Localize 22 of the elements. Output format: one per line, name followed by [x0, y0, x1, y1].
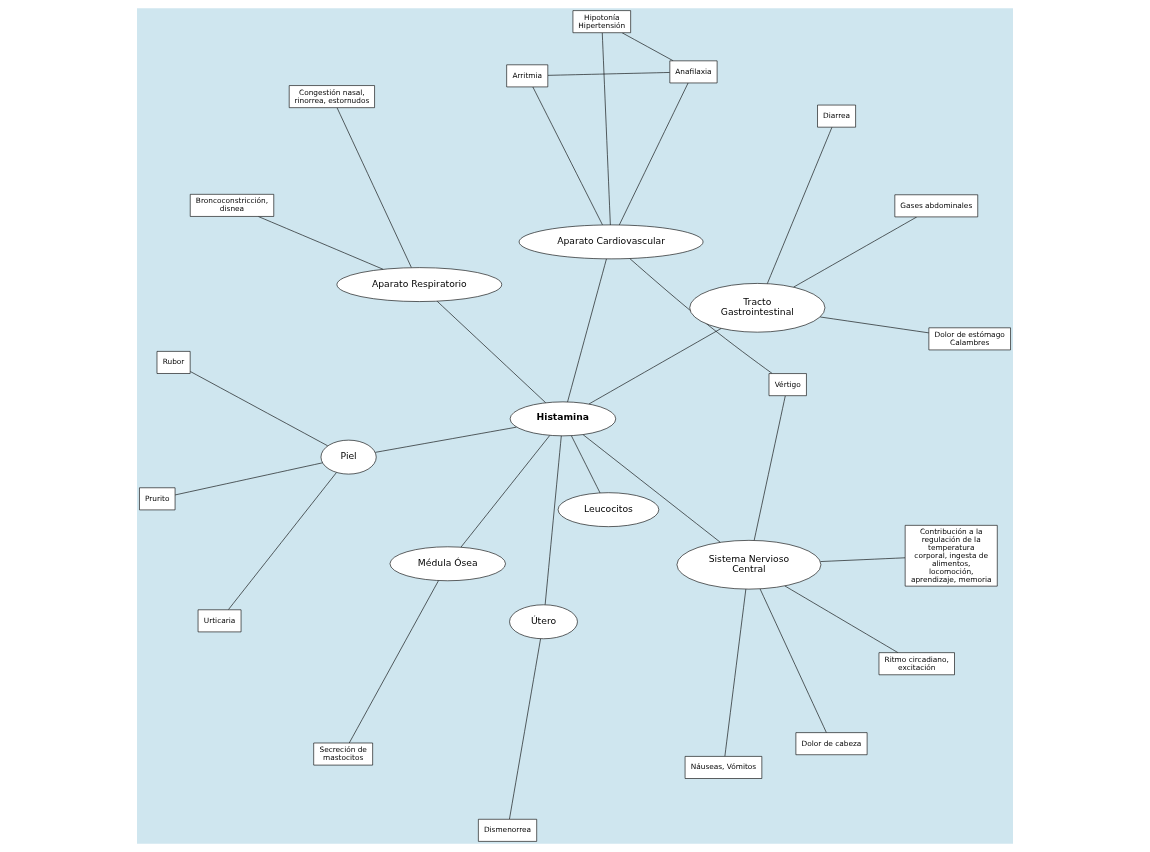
- connector: [258, 216, 384, 270]
- connector: [588, 328, 722, 405]
- node-ellipse: Aparato Cardiovascular: [518, 224, 704, 260]
- node-ellipse: Tracto Gastrointestinal: [689, 283, 826, 333]
- connector: [190, 371, 328, 447]
- connector: [460, 435, 551, 548]
- connector: [174, 462, 323, 496]
- connector: [621, 32, 674, 62]
- node-ellipse: Leucocitos: [557, 492, 660, 527]
- connector: [784, 585, 899, 653]
- connector: [629, 258, 773, 374]
- node-ellipse: Médula Ósea: [389, 546, 506, 582]
- connector: [348, 580, 439, 744]
- connector: [436, 300, 546, 403]
- node-ellipse: Sistema Nervioso Central: [676, 540, 822, 590]
- connector: [619, 82, 689, 226]
- connector: [509, 638, 541, 820]
- connector: [601, 32, 611, 226]
- node-ellipse: Piel: [320, 439, 377, 475]
- node-ellipse: Útero: [509, 604, 578, 640]
- node-ellipse: Aparato Respiratorio: [336, 267, 503, 302]
- node-ellipse: Histamina: [509, 401, 617, 437]
